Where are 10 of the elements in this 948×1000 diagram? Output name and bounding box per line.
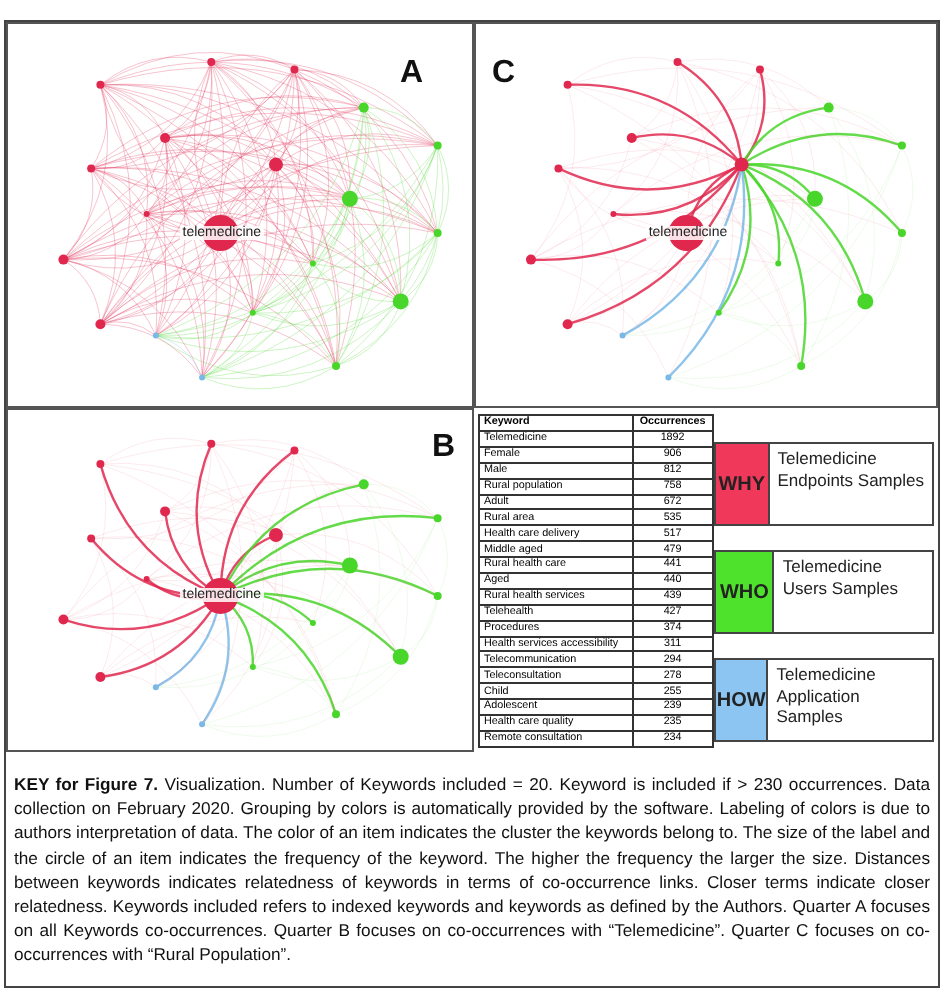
panel-letter: B [432,430,456,466]
caption-text: KEY for Figure 7. Visualization. Number of Keywords included = 20. Keyword is included if > 230 occurrences. Data collection on February 2020. Grouping by colors is automatically provided by the software. Labeling of colors is due to authors interpretation of data. The color of an item indicates the cluster the keywords belong to. The size of the label and the circle of an item indicates the frequency of the keyword. The higher the frequency the larger the size. Distances between keywords indicates relatedness of keywords in terms of co-occurrence links. Closer terms indicate closer relatedness. Keywords included refers to indexed keywords and keywords as defined by the Authors. Quarter A focuses on all Keywords co-occurrences. Quarter B focuses on co-occurrences with “Telemedicine”. Quarter C focuses on co-occurrences with “Rural Population”. [14,772,930,968]
legend-text: Telemedicine Users Samples [780,554,900,602]
legend-key: WHY [718,473,766,495]
legend-text: Telemedicine Application Samples [774,662,878,730]
panel-letter: A [400,56,424,92]
legend-text: Telemedicine Endpoints Samples [775,446,926,494]
panel-letter: C [492,56,516,92]
legend-key: WHO [719,581,769,603]
legend-key: HOW [716,689,766,711]
